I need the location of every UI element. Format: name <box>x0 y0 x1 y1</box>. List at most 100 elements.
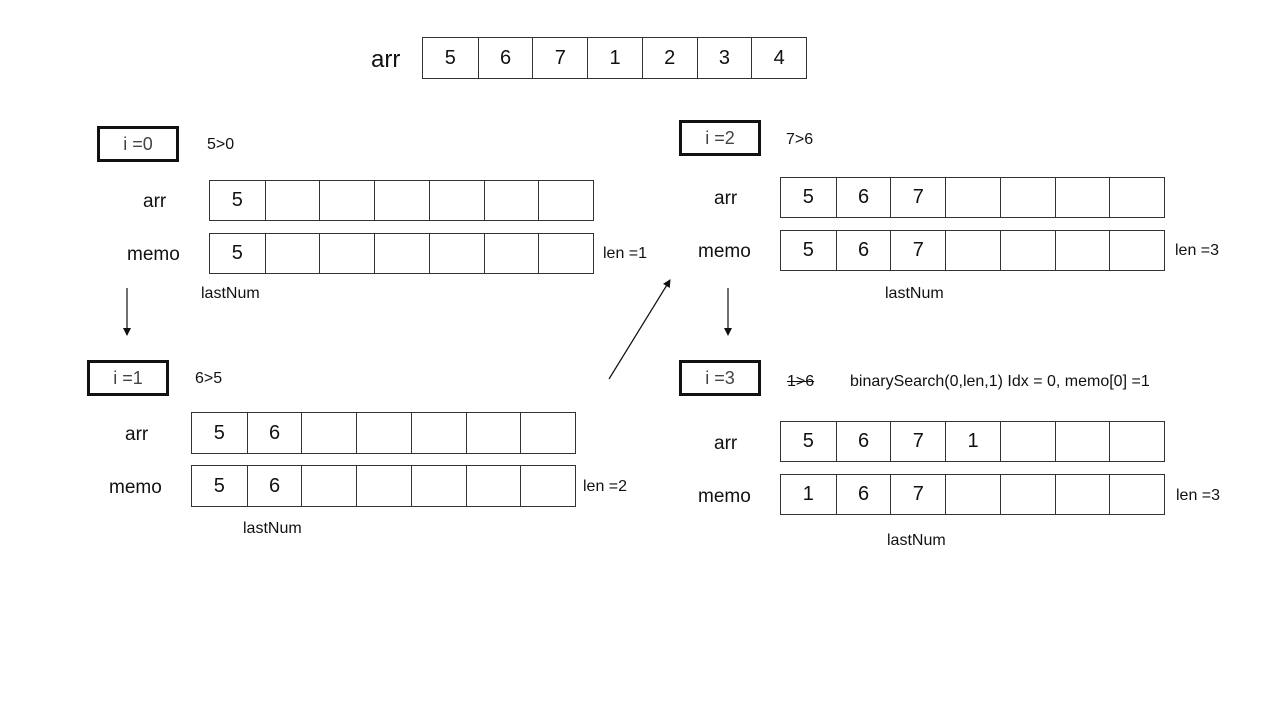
arr-cell: 5 <box>231 189 243 211</box>
memo-row: 5 <box>209 233 594 274</box>
binary-search-note: binarySearch(0,len,1) Idx = 0, memo[0] =… <box>850 373 1150 390</box>
memo-cell: 6 <box>246 466 302 506</box>
arr-cell: 6 <box>835 422 891 461</box>
memo-cell: 5 <box>231 242 243 264</box>
memo-cell: 1 <box>802 483 814 505</box>
arr-cell <box>410 413 466 453</box>
arr-cell: 5 <box>802 186 814 208</box>
arr-cell <box>1109 178 1164 217</box>
memo-cell: 7 <box>890 231 945 270</box>
len-label: len =2 <box>583 478 628 495</box>
memo-cell <box>410 466 466 506</box>
arr-cell: 5 <box>213 421 225 444</box>
memo-cell <box>945 231 1000 270</box>
memo-cell <box>319 234 374 273</box>
memo-cell <box>999 475 1055 514</box>
arr-cell <box>264 181 320 220</box>
arr-label: arr <box>714 433 738 454</box>
memo-cell: 5 <box>213 474 225 497</box>
memo-cell <box>1054 231 1110 270</box>
arr-label: arr <box>714 188 738 209</box>
arr-cell <box>356 413 411 453</box>
top-arr-cell: 1 <box>587 38 642 78</box>
arr-cell <box>1054 422 1110 461</box>
memo-cell: 7 <box>890 475 945 514</box>
memo-cell: 6 <box>835 231 891 270</box>
arr-cell <box>538 181 593 220</box>
memo-cell <box>264 234 320 273</box>
memo-cell <box>483 234 539 273</box>
arr-row: 5 6 7 1 <box>780 421 1165 462</box>
arr-cell <box>374 181 429 220</box>
memo-label: memo <box>127 244 180 265</box>
arr-cell <box>428 181 484 220</box>
lastnum-label: lastNum <box>887 532 946 549</box>
memo-cell <box>1109 475 1164 514</box>
arr-cell: 7 <box>890 422 945 461</box>
memo-label: memo <box>698 486 751 507</box>
arr-label: arr <box>125 424 149 445</box>
len-label: len =3 <box>1175 242 1220 259</box>
arrow-diagonal <box>608 279 671 380</box>
memo-cell <box>538 234 593 273</box>
arr-label: arr <box>143 191 167 212</box>
arr-cell <box>319 181 374 220</box>
memo-cell <box>301 466 356 506</box>
memo-cell <box>999 231 1055 270</box>
lastnum-label: lastNum <box>201 285 260 302</box>
memo-cell <box>356 466 411 506</box>
arr-cell <box>465 413 521 453</box>
arr-cell <box>945 178 1000 217</box>
step-condition: 1>6 <box>787 373 815 390</box>
arr-cell <box>999 422 1055 461</box>
arr-cell <box>483 181 539 220</box>
memo-cell: 6 <box>835 475 891 514</box>
memo-row: 5 6 <box>191 465 576 507</box>
memo-row: 1 6 7 <box>780 474 1165 515</box>
top-arr-cell: 2 <box>641 38 697 78</box>
arr-cell: 1 <box>945 422 1000 461</box>
len-label: len =1 <box>603 245 648 262</box>
step-index-box: i =1 <box>87 360 169 396</box>
arr-cell: 6 <box>835 178 891 217</box>
memo-cell <box>374 234 429 273</box>
top-arr-row: 5 6 7 1 2 3 4 <box>422 37 807 79</box>
memo-label: memo <box>109 477 162 498</box>
arr-cell <box>1054 178 1110 217</box>
memo-cell <box>945 475 1000 514</box>
memo-cell <box>428 234 484 273</box>
top-arr-cell: 6 <box>477 38 533 78</box>
top-arr-cell: 7 <box>532 38 587 78</box>
step-index-box: i =3 <box>679 360 761 396</box>
step-condition: 5>0 <box>207 136 235 153</box>
arr-row: 5 6 <box>191 412 576 454</box>
memo-cell <box>1109 231 1164 270</box>
arr-row: 5 <box>209 180 594 221</box>
lastnum-label: lastNum <box>885 285 944 302</box>
step-condition: 6>5 <box>195 370 223 387</box>
lastnum-label: lastNum <box>243 520 302 537</box>
step-index-box: i =2 <box>679 120 761 156</box>
top-arr-cell: 3 <box>696 38 752 78</box>
top-arr-cell: 4 <box>751 38 806 78</box>
memo-cell: 5 <box>802 239 814 261</box>
memo-cell <box>1054 475 1110 514</box>
arr-row: 5 6 7 <box>780 177 1165 218</box>
step-index-box: i =0 <box>97 126 179 162</box>
len-label: len =3 <box>1176 487 1221 504</box>
arr-cell <box>1109 422 1164 461</box>
arr-cell <box>999 178 1055 217</box>
arr-cell: 7 <box>890 178 945 217</box>
arr-cell <box>301 413 356 453</box>
memo-cell <box>465 466 521 506</box>
top-arr-cell: 5 <box>444 46 456 69</box>
memo-row: 5 6 7 <box>780 230 1165 271</box>
step-condition: 7>6 <box>786 131 814 148</box>
arr-cell: 5 <box>802 430 814 452</box>
arr-cell: 6 <box>246 413 302 453</box>
memo-label: memo <box>698 241 751 262</box>
top-arr-label: arr <box>371 46 401 73</box>
arr-cell <box>520 413 575 453</box>
memo-cell <box>520 466 575 506</box>
